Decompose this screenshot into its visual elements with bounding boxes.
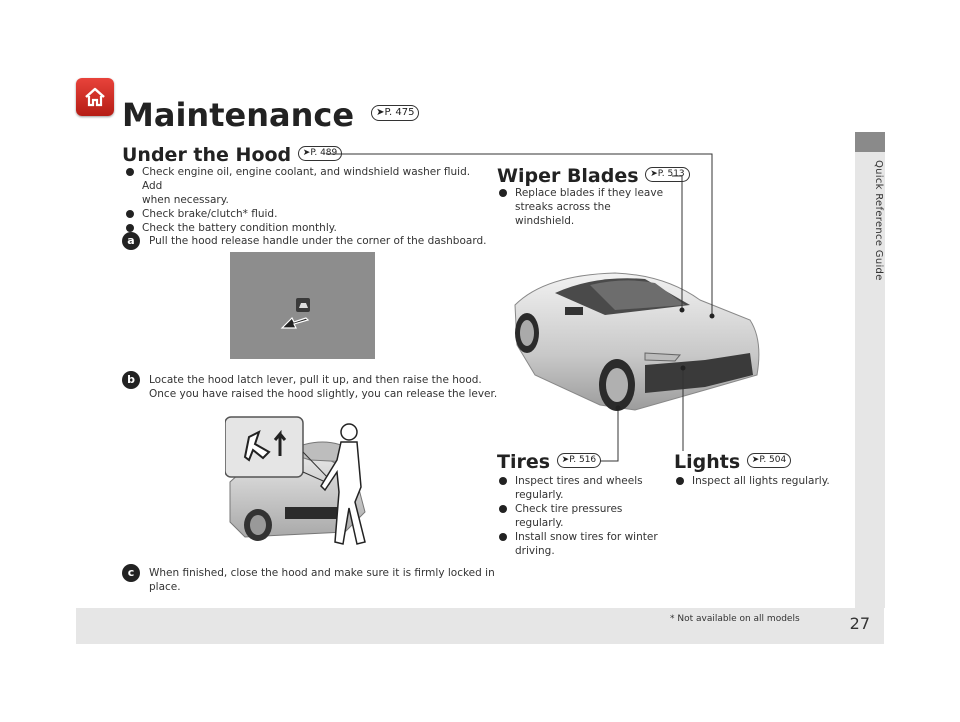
side-tab bbox=[855, 132, 885, 608]
lights-list: Inspect all lights regularly. bbox=[674, 474, 844, 488]
lights-heading-text: Lights bbox=[674, 451, 741, 473]
bullet-icon bbox=[126, 168, 134, 176]
side-tab-marker bbox=[855, 132, 885, 152]
under-hood-ref-link[interactable]: ➤P. 489 bbox=[297, 146, 343, 161]
lights-ref-link[interactable]: ➤P. 504 bbox=[746, 453, 792, 468]
car-illustration bbox=[505, 265, 765, 415]
tires-list: Inspect tires and wheels regularly. Chec… bbox=[497, 474, 672, 558]
hood-release-icon bbox=[280, 298, 310, 329]
under-hood-heading-text: Under the Hood bbox=[122, 144, 292, 166]
bullet-icon bbox=[126, 224, 134, 232]
page-number: 27 bbox=[849, 614, 870, 633]
home-icon bbox=[85, 87, 105, 107]
wiper-ref-link[interactable]: ➤P. 513 bbox=[645, 167, 690, 182]
bullet-icon bbox=[499, 533, 507, 541]
page-title: Maintenance ➤P. 475 bbox=[122, 96, 420, 134]
hood-open-illustration bbox=[224, 412, 385, 557]
list-item: Install snow tires for winter bbox=[497, 530, 672, 544]
step-text: Once you have raised the hood slightly, … bbox=[149, 388, 498, 400]
list-item: Check the battery condition monthly. bbox=[124, 221, 484, 235]
page-title-text: Maintenance bbox=[122, 96, 355, 134]
step-text: place. bbox=[149, 581, 181, 593]
wiper-heading-text: Wiper Blades bbox=[497, 165, 639, 187]
bullet-icon bbox=[676, 477, 684, 485]
step-badge: c bbox=[122, 564, 140, 582]
hood-latch-icon bbox=[243, 429, 287, 462]
under-hood-heading: Under the Hood ➤P. 489 bbox=[122, 144, 343, 166]
bullet-icon bbox=[126, 210, 134, 218]
tires-ref-link[interactable]: ➤P. 516 bbox=[556, 453, 602, 468]
lights-heading: Lights ➤P. 504 bbox=[674, 451, 792, 473]
list-item: Check brake/clutch* fluid. bbox=[124, 207, 484, 221]
side-tab-label: Quick Reference Guide bbox=[873, 160, 884, 281]
step-badge: b bbox=[122, 371, 140, 389]
step-text: When finished, close the hood and make s… bbox=[149, 567, 495, 579]
list-item: Inspect all lights regularly. bbox=[674, 474, 844, 488]
list-item: regularly. bbox=[515, 489, 564, 501]
list-item: Replace blades if they leave bbox=[497, 186, 672, 200]
home-button[interactable] bbox=[76, 78, 114, 116]
list-item: when necessary. bbox=[142, 194, 229, 206]
footnote: * Not available on all models bbox=[670, 614, 800, 624]
list-item: Check engine oil, engine coolant, and wi… bbox=[124, 165, 484, 193]
step-text: Locate the hood latch lever, pull it up,… bbox=[149, 374, 482, 386]
list-item: Inspect tires and wheels bbox=[497, 474, 672, 488]
page-ref-link[interactable]: ➤P. 475 bbox=[371, 105, 420, 121]
hood-release-image bbox=[230, 252, 375, 359]
footer-bar bbox=[76, 608, 884, 644]
step-text: Pull the hood release handle under the c… bbox=[149, 235, 487, 247]
bullet-icon bbox=[499, 477, 507, 485]
under-hood-list: Check engine oil, engine coolant, and wi… bbox=[124, 165, 484, 235]
wiper-heading: Wiper Blades ➤P. 513 bbox=[497, 165, 690, 187]
list-item: streaks across the windshield. bbox=[515, 201, 611, 227]
bullet-icon bbox=[499, 189, 507, 197]
wiper-list: Replace blades if they leave streaks acr… bbox=[497, 186, 672, 228]
step-badge: a bbox=[122, 232, 140, 250]
tires-heading: Tires ➤P. 516 bbox=[497, 451, 602, 473]
tires-heading-text: Tires bbox=[497, 451, 551, 473]
list-item: driving. bbox=[515, 545, 555, 557]
bullet-icon bbox=[499, 505, 507, 513]
list-item: Check tire pressures regularly. bbox=[497, 502, 672, 530]
